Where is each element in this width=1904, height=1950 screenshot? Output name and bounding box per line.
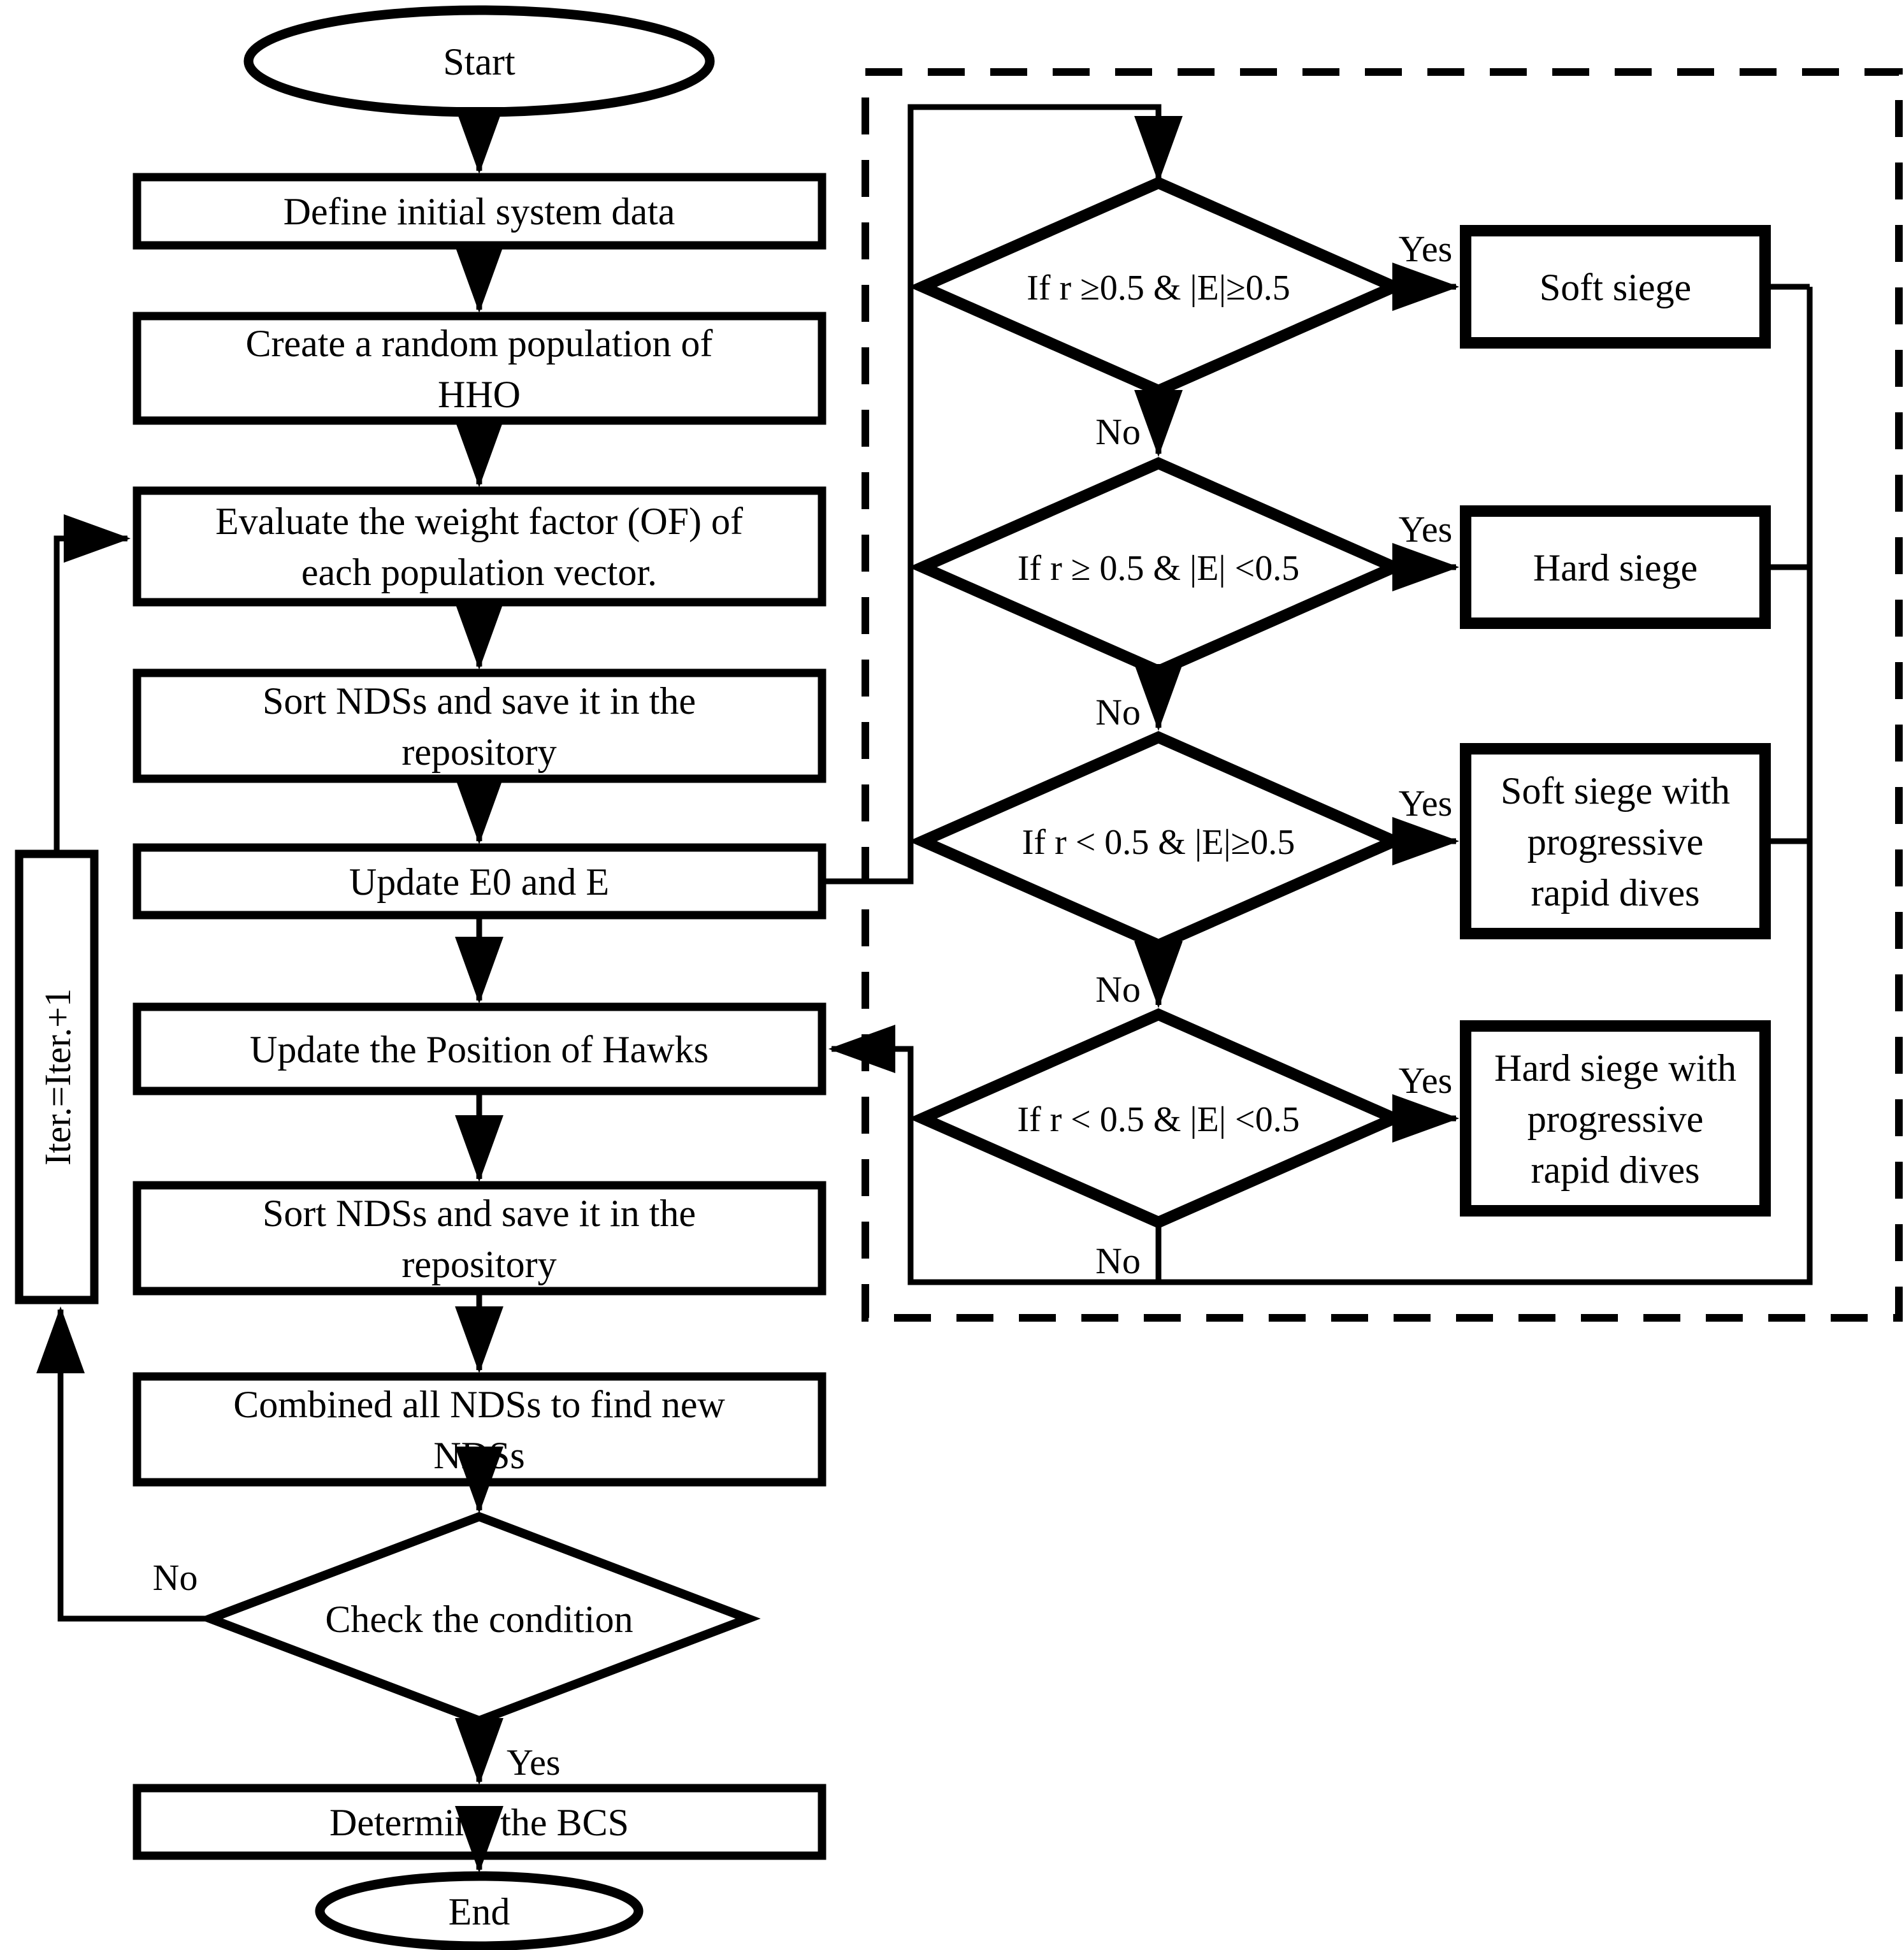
no-label-1: No — [1095, 411, 1141, 452]
iteration-counter-label: Iter.=Iter.+1 — [37, 988, 78, 1166]
hard-siege-box — [1460, 505, 1771, 629]
evaluate-weight-label-line1: Evaluate the weight factor (OF) of — [215, 500, 743, 542]
decision-3-label: If r < 0.5 & |E|≥0.5 — [1022, 823, 1295, 862]
start-label: Start — [443, 41, 516, 83]
hard-siege-dives-label-line3: rapid dives — [1531, 1149, 1700, 1191]
create-population-label-line1: Create a random population of — [245, 322, 712, 365]
sort-nds-box-2 — [133, 1181, 826, 1296]
decision-4-label: If r < 0.5 & |E| <0.5 — [1017, 1100, 1299, 1139]
no-label-3: No — [1095, 969, 1141, 1010]
loop-to-evaluate-line — [54, 514, 131, 854]
combined-nds-label-line1: Combined all NDSs to find new — [233, 1383, 725, 1426]
no-label-4: No — [1095, 1240, 1141, 1282]
panel-entry-line — [822, 104, 1183, 885]
yes-label-2: Yes — [1399, 509, 1452, 550]
yes-label-check: Yes — [507, 1742, 560, 1783]
define-box — [133, 173, 826, 250]
update-hawks-label: Update the Position of Hawks — [250, 1029, 709, 1071]
create-population-label-line2: HHO — [438, 373, 521, 415]
end-label: End — [449, 1891, 510, 1933]
iteration-loop: No Iter.=Iter.+1 — [15, 514, 212, 1622]
combined-nds-label-line2: NDSs — [433, 1434, 524, 1477]
yes-label-4: Yes — [1399, 1060, 1452, 1101]
sort-nds-1-label-line1: Sort NDSs and save it in the — [263, 680, 696, 722]
no-label-2: No — [1095, 691, 1141, 733]
no-loop-line — [36, 1306, 212, 1622]
sort-nds-2-label-line2: repository — [401, 1243, 556, 1285]
hard-siege-label: Hard siege — [1533, 547, 1698, 589]
soft-siege-dives-box — [1460, 743, 1771, 939]
sort-nds-2-label-line1: Sort NDSs and save it in the — [263, 1192, 696, 1234]
dashed-panel-border — [862, 68, 1903, 1322]
main-flow: Start Define initial system data Create … — [133, 5, 826, 1950]
iteration-counter-box — [15, 849, 99, 1304]
hard-siege-dives-label-line1: Hard siege with — [1494, 1047, 1736, 1089]
define-label: Define initial system data — [284, 191, 675, 233]
check-condition-label: Check the condition — [325, 1598, 633, 1640]
soft-siege-label: Soft siege — [1540, 266, 1691, 308]
determine-bcs-label: Determine the BCS — [329, 1802, 629, 1844]
evaluate-weight-label-line2: each population vector. — [301, 551, 657, 593]
update-e0-label: Update E0 and E — [349, 861, 609, 903]
hard-siege-dives-label-line2: progressive — [1527, 1098, 1704, 1140]
soft-siege-dives-label-line3: rapid dives — [1531, 872, 1700, 914]
end-node — [315, 1871, 644, 1950]
hard-siege-dives-box — [1460, 1020, 1771, 1217]
yes-label-1: Yes — [1399, 228, 1452, 270]
decision-1-label: If r ≥0.5 & |E|≥0.5 — [1027, 268, 1290, 308]
panel-return-line — [828, 287, 1813, 1285]
decision-2-label: If r ≥ 0.5 & |E| <0.5 — [1018, 549, 1299, 588]
soft-siege-box — [1460, 225, 1771, 349]
sort-nds-1-label-line2: repository — [401, 731, 556, 773]
evaluate-weight-box — [133, 486, 826, 607]
no-label-check: No — [153, 1557, 198, 1598]
yes-label-3: Yes — [1399, 783, 1452, 824]
soft-siege-dives-label-line1: Soft siege with — [1501, 770, 1730, 812]
soft-siege-dives-label-line2: progressive — [1527, 821, 1704, 863]
attack-phase-panel: If r ≥0.5 & |E|≥0.5 Yes Soft siege No If… — [822, 68, 1903, 1322]
